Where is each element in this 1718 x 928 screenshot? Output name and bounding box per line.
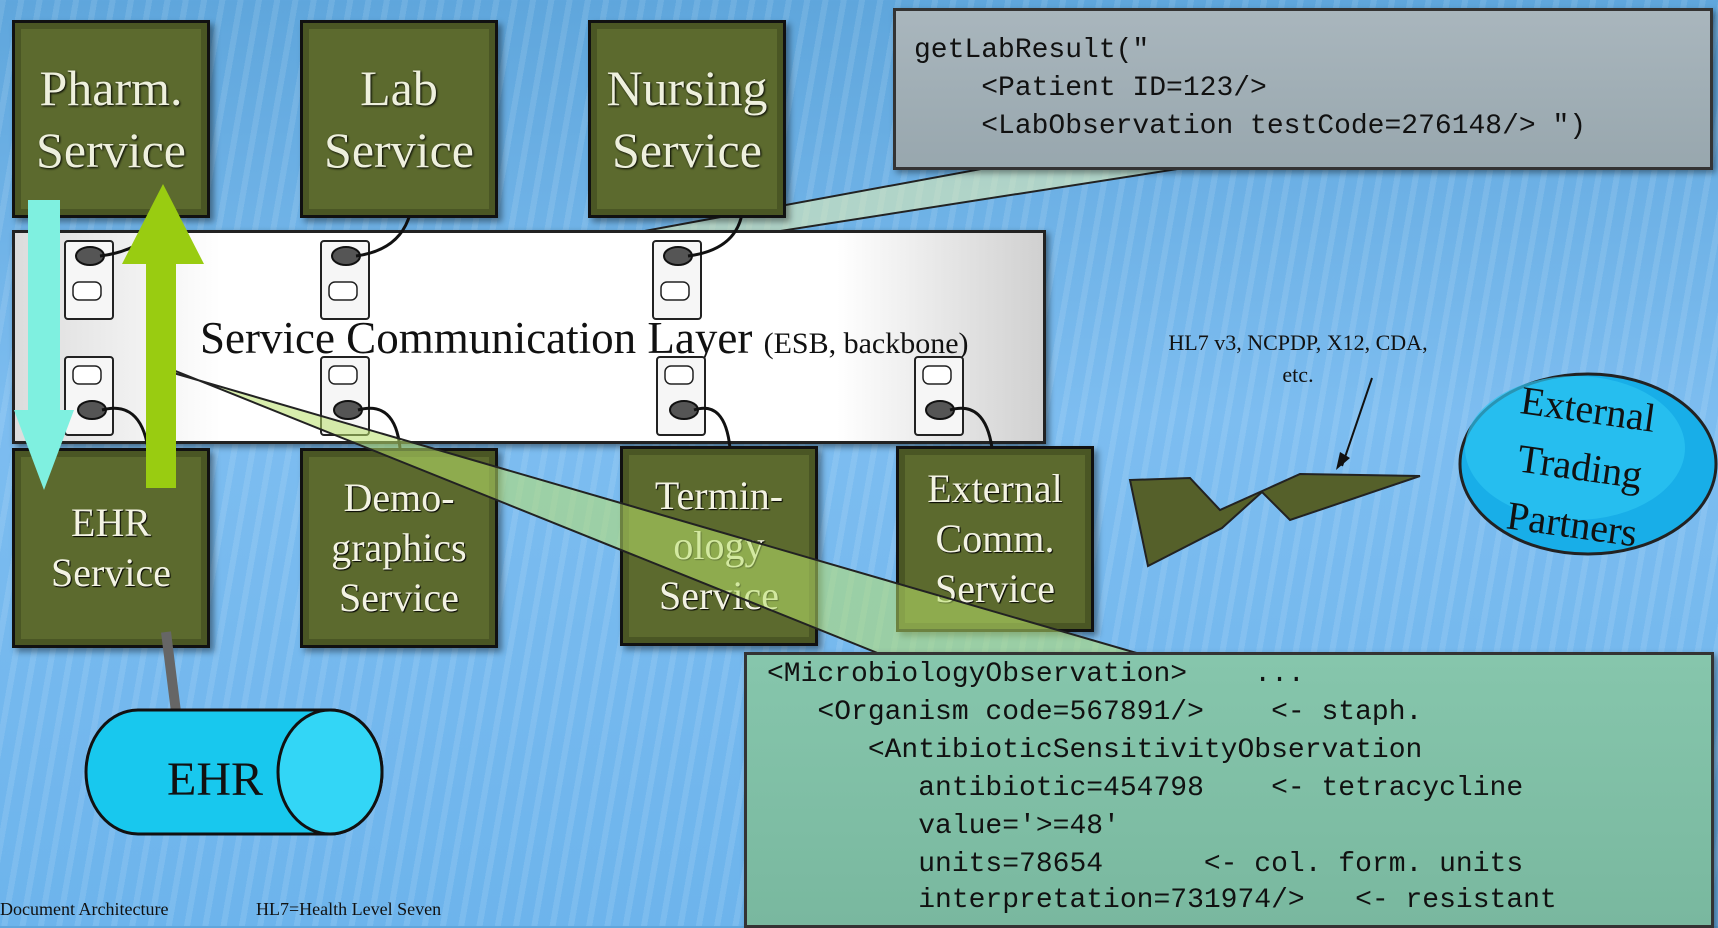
request-down-arrow [14,200,74,490]
layer-title: Service Communication Layer (ESB, backbo… [200,313,969,363]
response-code-line: units=78654 <- col. form. units [767,849,1524,880]
lab-service-label: Lab Service [324,60,474,178]
nursing-service-box: Nursing Service [588,20,786,218]
response-code-line: <Organism code=567891/> <- staph. [767,697,1423,728]
request-code-box: getLabResult(" <Patient ID=123/> <LabObs… [893,8,1713,170]
note-pointer-arrow [1341,377,1373,467]
response-code-box: <MicrobiologyObservation> ... <Organism … [744,652,1714,928]
pharm-service-label: Pharm. Service [36,60,186,178]
response-code-line: value='>=48' [767,811,1120,842]
response-code-line: interpretation=731974/> <- resistant [767,885,1557,916]
response-up-arrow [122,184,204,488]
footer-left: Document Architecture [0,899,169,919]
footer-right: HL7=Health Level Seven [256,899,442,919]
external-comm-service-box: External Comm. Service [896,446,1094,632]
response-code-line: <AntibioticSensitivityObservation [767,735,1423,766]
lab-service-box: Lab Service [300,20,498,218]
request-code-line: <LabObservation testCode=276148/> ") [914,111,1587,142]
lightning-bolt-icon [1128,472,1421,568]
request-code-line: <Patient ID=123/> [914,73,1267,104]
standards-note: HL7 v3, NCPDP, X12, CDA, etc. [1168,330,1428,387]
request-code-line: getLabResult(" [914,35,1150,66]
ehr-service-label: EHR Service [51,500,171,595]
external-comm-service-label: External Comm. Service [927,466,1063,611]
outlet-external [914,356,964,436]
ehr-database-label: EHR [167,753,263,806]
response-code-line: <MicrobiologyObservation> ... [767,659,1305,690]
nursing-service-label: Nursing Service [606,60,768,178]
pharm-service-box: Pharm. Service [12,20,210,218]
service-communication-layer [12,230,1046,444]
demographics-service-box: Demo- graphics Service [300,448,498,648]
demographics-service-label: Demo- graphics Service [331,475,467,620]
response-code-line: antibiotic=454798 <- tetracycline [767,773,1524,804]
